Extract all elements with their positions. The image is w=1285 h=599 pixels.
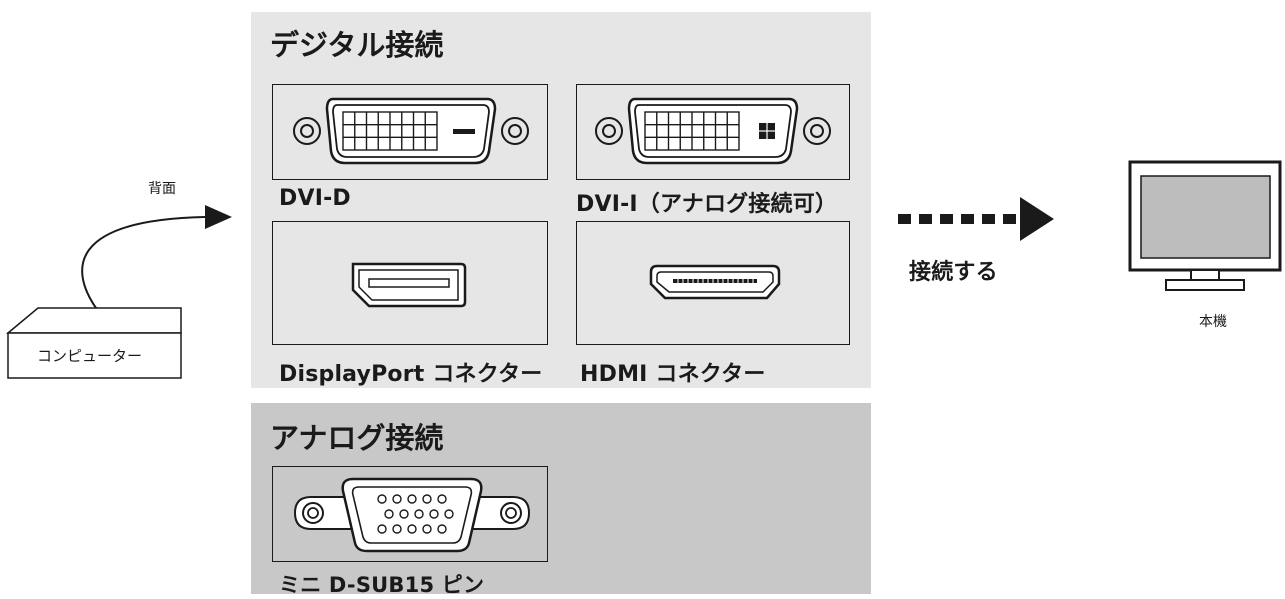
- digital-panel: [251, 12, 871, 388]
- connect-label: 接続する: [909, 260, 998, 285]
- d-sub-label: ミニ D-SUB15 ピン: [279, 573, 485, 597]
- digital-title: デジタル接続: [270, 28, 444, 62]
- dvi-i-port-icon: [595, 97, 831, 165]
- hdmi-label: HDMI コネクター: [580, 362, 766, 387]
- dvi-i-label: DVI-I（アナログ接続可）: [576, 192, 838, 217]
- monitor-label: 本機: [1199, 314, 1227, 330]
- dvi-d-box: [272, 84, 548, 180]
- cable-label: 背面: [148, 181, 176, 197]
- displayport-port-icon: [351, 262, 467, 308]
- hdmi-port-icon: [649, 264, 781, 300]
- hdmi-box: [576, 221, 850, 345]
- displayport-box: [272, 221, 548, 345]
- d-sub-box: [272, 466, 548, 562]
- analog-title: アナログ接続: [270, 421, 444, 455]
- dvi-i-box: [576, 84, 850, 180]
- displayport-label: DisplayPort コネクター: [279, 362, 543, 387]
- d-sub-port-icon: [293, 477, 531, 553]
- monitor-icon: [1128, 160, 1282, 291]
- computer-icon: [5, 307, 182, 379]
- dvi-d-label: DVI-D: [279, 186, 351, 211]
- computer-label: コンピューター: [37, 347, 143, 365]
- cable-arrow: [81, 205, 232, 309]
- connect-arrow: [898, 197, 1054, 241]
- dvi-d-port-icon: [293, 97, 529, 165]
